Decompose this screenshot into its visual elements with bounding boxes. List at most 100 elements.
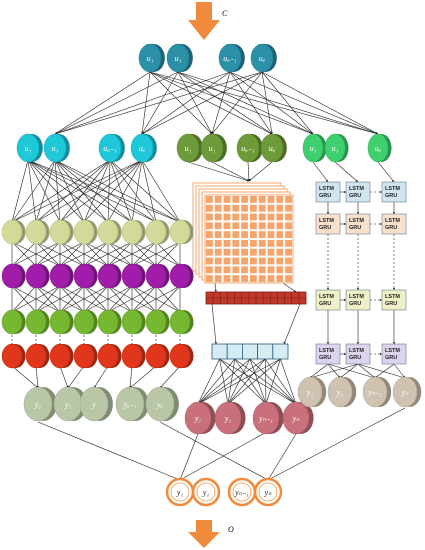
dense-node — [73, 343, 98, 369]
grid-cell — [223, 196, 231, 203]
cnn-output-node: yₙ₋₁ — [252, 401, 284, 435]
output-arrow-shaft — [196, 520, 212, 532]
grid-cell — [206, 275, 213, 282]
rnn-output-node: yₙ — [392, 376, 422, 408]
connection-line — [149, 71, 314, 135]
connection-line — [149, 71, 213, 135]
connection-line — [27, 159, 181, 223]
connection-line — [11, 285, 37, 313]
node-label: yᵩ₋₁ — [123, 400, 137, 409]
grid-cell — [267, 240, 275, 247]
olive-input-node: uᵩ₋₁ — [236, 133, 263, 163]
grid-cell — [258, 240, 266, 247]
connection-line — [11, 241, 37, 267]
connection-line — [54, 71, 263, 135]
cell-text: LSTM — [319, 186, 334, 192]
grid-cell — [285, 222, 292, 230]
cell-text: LSTM — [349, 294, 364, 300]
grid-cell — [241, 275, 248, 282]
dense-node — [25, 263, 50, 289]
grid-cell — [206, 231, 213, 238]
connection-line — [35, 241, 61, 267]
cell-text: GRU — [349, 301, 361, 307]
node-label: uᵩ₋₁ — [241, 144, 255, 153]
grid-cell — [241, 222, 248, 230]
node-label: uᵩ — [259, 54, 266, 63]
connection-line — [54, 159, 109, 223]
grid-cell — [241, 196, 248, 203]
cell-text: LSTM — [319, 348, 334, 354]
dense-node — [169, 309, 194, 335]
grid-cell — [267, 275, 275, 282]
connection-line — [93, 365, 109, 389]
connection-line — [35, 285, 85, 313]
grid-cell — [214, 204, 222, 212]
dense-output-node: y — [79, 386, 113, 422]
dense-node — [145, 343, 170, 369]
dense-node — [145, 219, 170, 245]
dense-node — [97, 343, 122, 369]
connection-line — [248, 161, 273, 182]
node-label: y₁ — [224, 414, 232, 423]
top-node: uᵩ₋₁ — [218, 43, 245, 73]
output-label: O — [228, 525, 234, 534]
connection-line — [179, 433, 199, 481]
node-label: u₁ — [147, 54, 154, 63]
grid-cell — [267, 248, 275, 256]
dense-node — [145, 309, 170, 335]
grid-cell — [223, 248, 231, 256]
cell-text: GRU — [319, 225, 331, 231]
connection-line — [149, 71, 273, 135]
grid-cell — [206, 222, 213, 230]
grid-cell — [258, 266, 266, 274]
cell-text: LSTM — [385, 294, 400, 300]
connection-line — [149, 71, 379, 135]
connection-line — [54, 71, 231, 135]
connection-line — [374, 363, 395, 379]
connection-line — [37, 421, 181, 481]
top-node: u₁ — [166, 43, 193, 73]
cell-text: GRU — [385, 225, 397, 231]
top-node: uᵩ — [250, 43, 277, 73]
grid-cell — [241, 240, 248, 247]
connection-line — [141, 159, 157, 223]
grid-cell — [267, 222, 275, 230]
dense-node — [49, 343, 74, 369]
grid-cell — [232, 257, 240, 265]
grid-cell — [285, 248, 292, 256]
connection-line — [54, 71, 179, 135]
dense-node — [97, 263, 122, 289]
connection-line — [261, 71, 314, 135]
connection-line — [35, 159, 111, 223]
connection-line — [59, 365, 69, 389]
connection-line — [59, 159, 111, 223]
connection-line — [11, 159, 29, 223]
grid-cell — [285, 231, 292, 238]
grid-cell — [250, 257, 257, 265]
connection-line — [131, 285, 181, 313]
node-label: u₁ — [52, 144, 59, 153]
node-label: u₁ — [185, 144, 192, 153]
rnn-output-node: y₁ — [297, 376, 327, 408]
node-label: u₁ — [209, 144, 216, 153]
grid-cell — [214, 196, 222, 203]
rnn-output-node: yₙ₋₁ — [362, 376, 392, 408]
connection-line — [211, 71, 263, 135]
grid-cell — [223, 266, 231, 274]
grid-cell — [267, 231, 275, 238]
olive-input-node: uᵩ — [260, 133, 287, 163]
grid-cell — [267, 257, 275, 265]
grid-cell — [258, 196, 266, 203]
node-label: uᵩ — [269, 144, 276, 153]
connection-line — [339, 363, 359, 379]
connection-line — [312, 161, 329, 183]
ring-label: y₁ — [202, 488, 210, 497]
connection-line — [107, 285, 157, 313]
grid-cell — [223, 275, 231, 282]
grid-cell — [250, 248, 257, 256]
connection-line — [27, 159, 85, 223]
node-label: y₁ — [306, 388, 314, 397]
